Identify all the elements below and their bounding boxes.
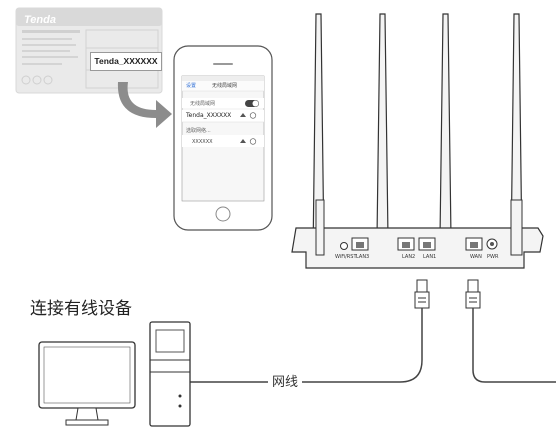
info-icon[interactable] [249, 112, 257, 119]
wifi-icon-2 [240, 139, 246, 143]
curved-arrow-icon [117, 82, 172, 128]
lan3-label: LAN3 [356, 254, 370, 260]
antenna-3 [439, 13, 452, 239]
phone-screen-title: 无线局域网 [212, 83, 238, 89]
other-network-item[interactable]: XXXXXX [192, 139, 213, 145]
wifi-icon [240, 113, 246, 117]
brand-logo-text: Tenda [24, 14, 56, 26]
ethernet-plug-lan [414, 279, 430, 309]
connected-network-item[interactable]: Tenda_XXXXXX [186, 112, 232, 119]
desktop-monitor [38, 341, 136, 426]
ssid-value-tag: Tenda_XXXXXX [90, 52, 162, 71]
wan-label: WAN [470, 254, 482, 260]
phone-illustration [173, 45, 273, 231]
lan2-label: LAN2 [402, 254, 416, 260]
section-title: 连接有线设备 [30, 299, 132, 319]
cable-label: 网线 [268, 371, 303, 390]
ethernet-plug-wan [465, 279, 481, 309]
lan1-label: LAN1 [423, 254, 437, 260]
antenna-2 [376, 13, 389, 239]
info-icon-2[interactable] [249, 138, 257, 145]
wps-rst-button[interactable] [340, 242, 348, 250]
wlan-toggle-label: 无线局域网 [190, 101, 216, 107]
router-illustration [291, 13, 544, 269]
choose-network-label: 选取网络... [186, 128, 211, 134]
lan-cable [190, 308, 423, 383]
desktop-tower [149, 321, 191, 427]
wan-cable [472, 308, 556, 383]
back-button[interactable]: 设置 [186, 83, 197, 89]
pwr-label: PWR [487, 254, 499, 260]
wps-rst-label: WiFi/RST [335, 254, 357, 260]
